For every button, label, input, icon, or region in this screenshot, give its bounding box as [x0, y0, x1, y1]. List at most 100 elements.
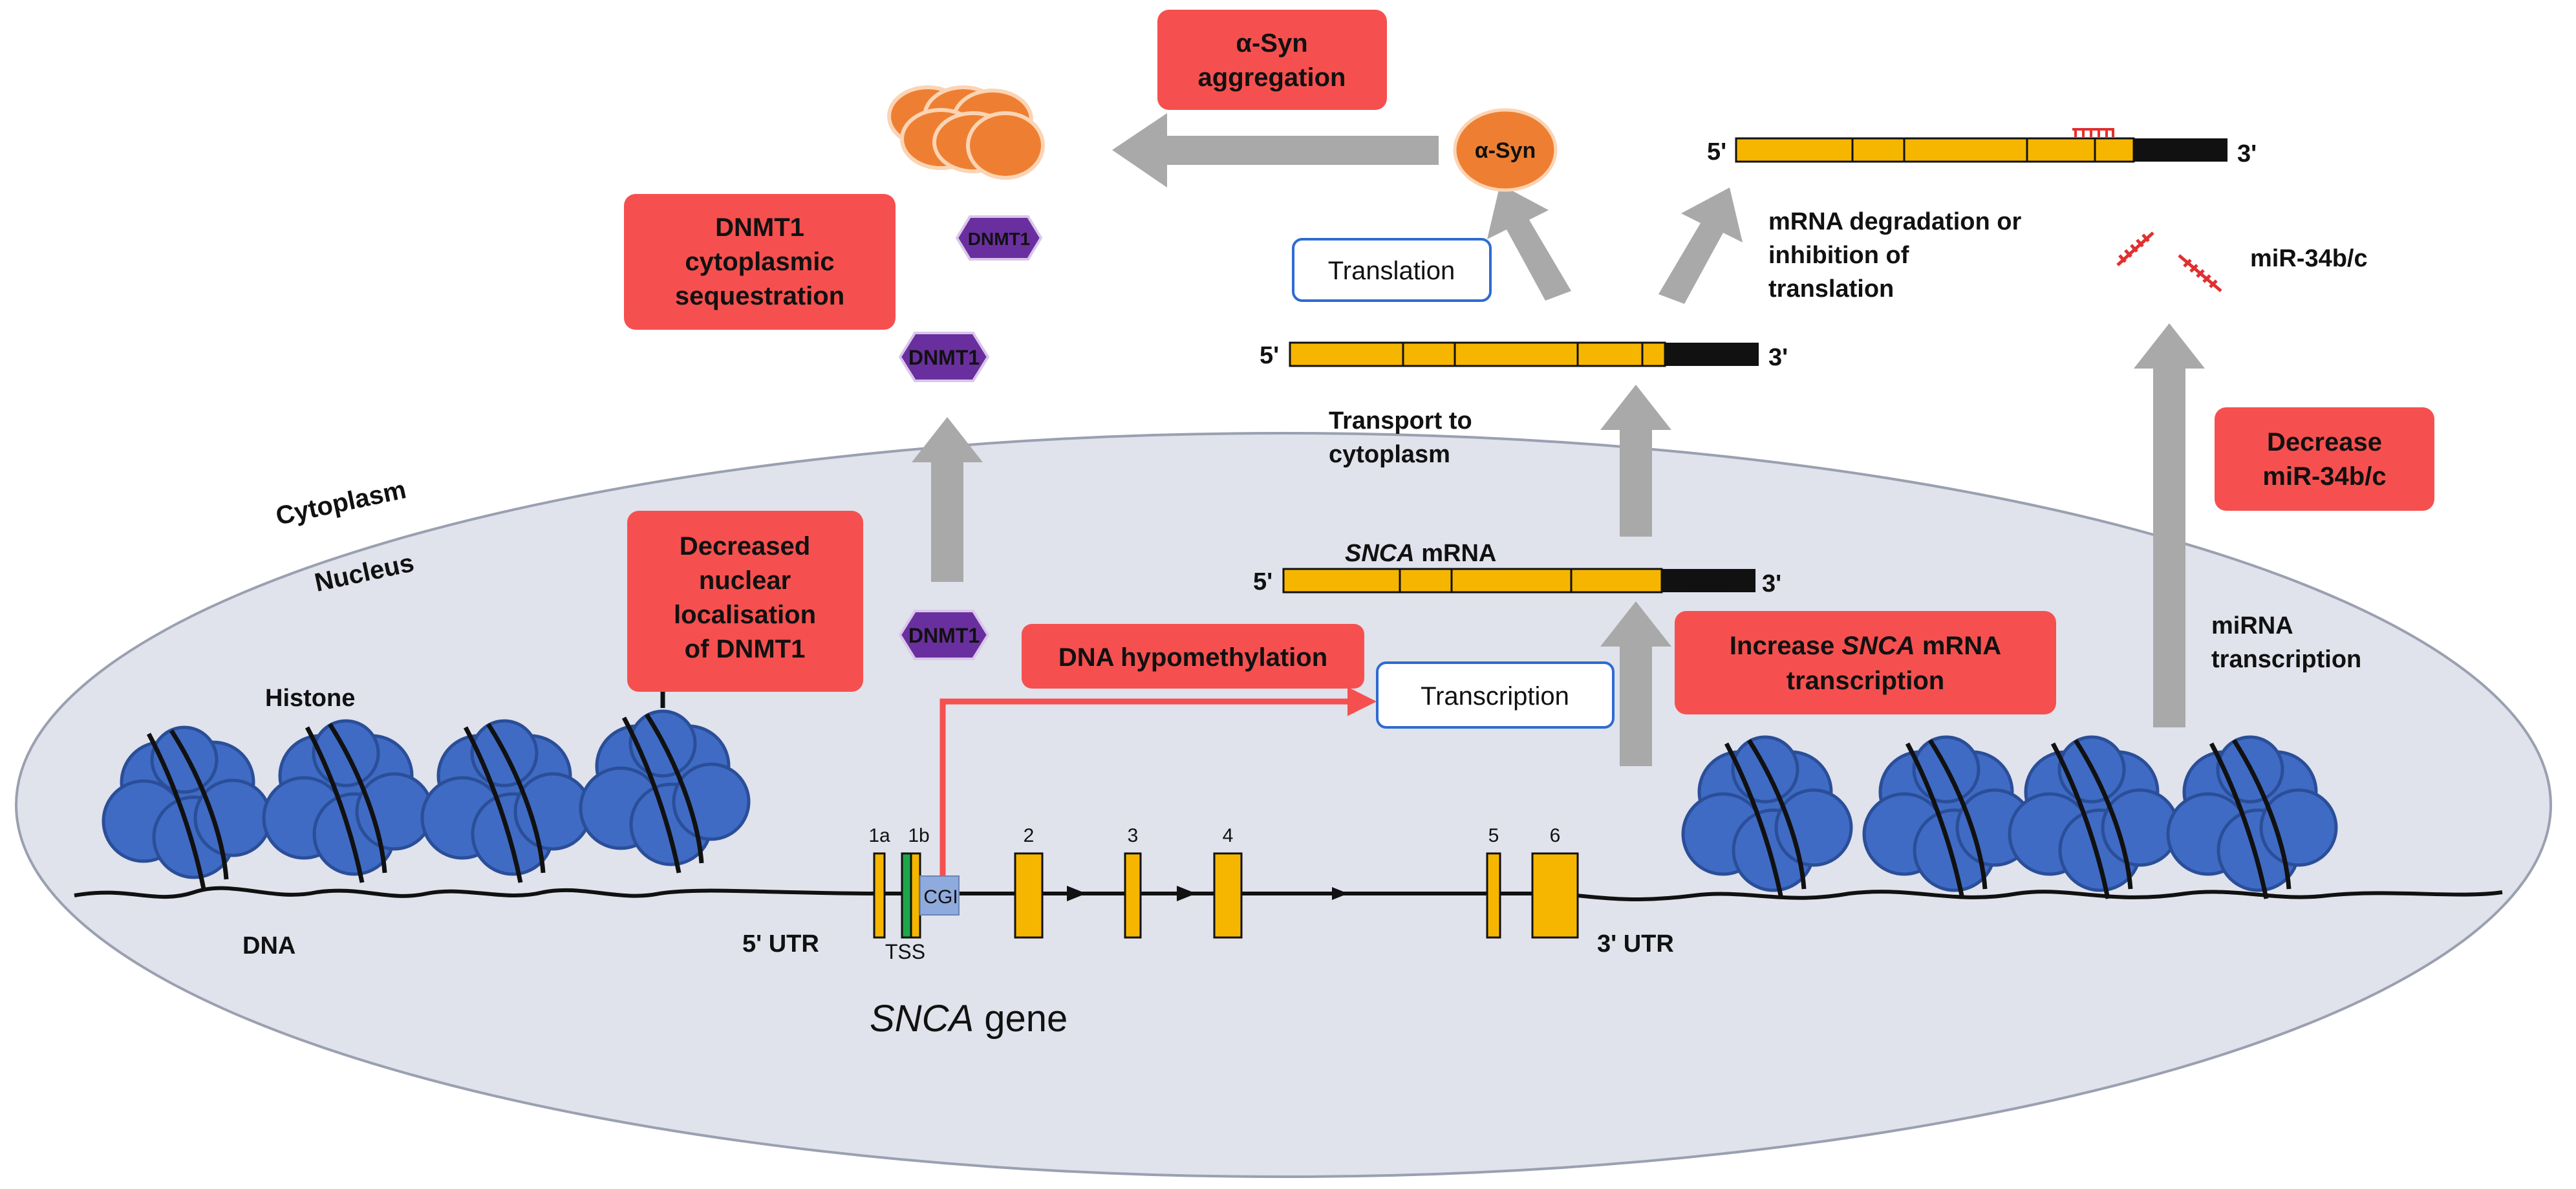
transcription-box: Transcription [1376, 661, 1615, 729]
red-box-hypomethylation: DNA hypomethylation [1022, 624, 1364, 689]
degradation-label: translation [1768, 275, 1894, 303]
svg-text:DNMT1: DNMT1 [968, 229, 1030, 249]
red-box-decrease-mirna: Decrease miR-34b/c [2215, 407, 2434, 511]
svg-text:Transcription: Transcription [1421, 682, 1569, 711]
three-prime: 3' [2237, 140, 2257, 167]
svg-text:transcription: transcription [1787, 667, 1944, 695]
three-prime: 3' [1762, 570, 1781, 597]
svg-text:localisation: localisation [674, 601, 816, 629]
svg-text:DNMT1: DNMT1 [908, 346, 980, 369]
exon-2 [1014, 852, 1044, 939]
arrow-up-transport [1600, 385, 1671, 537]
histone-icon [262, 719, 434, 876]
histone-icon [579, 709, 751, 866]
translation-box: Translation [1292, 238, 1492, 302]
svg-text:Decrease: Decrease [2267, 428, 2382, 456]
mirna-transcription-label: transcription [2211, 646, 2361, 673]
mrna-nucleus: AAA 5' 3' SNCA mRNA [1253, 540, 1781, 597]
exon-label: 6 [1550, 825, 1561, 846]
mrna-top: AAA 5' 3' [1707, 128, 2257, 167]
asyn-label: α-Syn [1475, 138, 1536, 163]
three-prime: 3' [1768, 344, 1788, 371]
svg-text:DNMT1: DNMT1 [908, 624, 980, 647]
red-box-increase-transcription: Increase SNCA mRNA transcription [1675, 611, 2056, 714]
arrow-left-aggregation [1112, 113, 1439, 187]
exon-label: 1a [868, 825, 890, 846]
polya-tail: AAA [1691, 345, 1730, 366]
svg-text:DNA hypomethylation: DNA hypomethylation [1058, 643, 1327, 672]
transport-label: cytoplasm [1329, 441, 1450, 468]
red-box-nuclear-localisation: Decreased nuclear localisation of DNMT1 [627, 511, 863, 692]
svg-text:Translation: Translation [1328, 257, 1455, 285]
svg-text:nuclear: nuclear [699, 566, 791, 595]
degradation-label: mRNA degradation or [1768, 208, 2021, 235]
exon-label: 4 [1223, 825, 1234, 846]
dnmt1-icon: DNMT1 [955, 215, 1043, 261]
transport-label: Transport to [1329, 407, 1472, 434]
gray-arrows [912, 113, 2205, 766]
exon-4 [1213, 852, 1243, 939]
polya-tail: AAA [2161, 140, 2200, 162]
exon-6 [1531, 852, 1579, 939]
tss-label: TSS [885, 940, 925, 963]
tss-marker [901, 852, 912, 939]
histone-icon [2166, 735, 2338, 892]
intron-arrow-icon [1332, 887, 1348, 900]
exon-label: 2 [1024, 825, 1035, 846]
exon-1b [910, 852, 921, 939]
histone-dna-wraps-right [1724, 739, 2292, 899]
arrow-degradation [1658, 187, 1743, 304]
utr3-label: 3' UTR [1597, 930, 1674, 958]
gene-title: SNCA gene [870, 998, 1068, 1040]
dnmt1-icon: DNMT1 [898, 610, 990, 660]
snca-gene: CGI 1a 1b 2 3 4 5 6 TSS [868, 825, 1579, 963]
intron-arrow-icon [1177, 886, 1196, 901]
red-box-sequestration: DNMT1 cytoplasmic sequestration [624, 194, 896, 330]
five-prime: 5' [1707, 138, 1726, 166]
dna-label: DNA [242, 932, 295, 959]
arrow-translation [1487, 184, 1571, 301]
exon-label: 5 [1488, 825, 1499, 846]
five-prime: 5' [1253, 568, 1272, 595]
arrow-up-dnmt1 [912, 417, 983, 582]
mirna-binding-icon [2072, 128, 2114, 137]
svg-text:DNMT1: DNMT1 [715, 213, 804, 242]
dnmt1-icon: DNMT1 [898, 332, 990, 382]
utr5-label: 5' UTR [742, 930, 819, 958]
exon-3 [1124, 852, 1142, 939]
mirna-label: miR-34b/c [2250, 245, 2368, 272]
intron-arrow-icon [1067, 886, 1086, 901]
cytoplasm-label: Cytoplasm [274, 475, 409, 531]
svg-text:Decreased: Decreased [680, 532, 810, 561]
svg-text:sequestration: sequestration [675, 282, 844, 310]
histone-label: Histone [265, 685, 355, 712]
cgi-label: CGI [923, 886, 958, 908]
methylation-link-line [939, 687, 1377, 876]
arrow-up-transcription [1600, 601, 1671, 766]
mirna-transcription-label: miRNA [2211, 612, 2293, 639]
mirna-fragment-icon [2116, 231, 2222, 292]
svg-text:cytoplasmic: cytoplasmic [685, 248, 834, 276]
degradation-label: inhibition of [1768, 242, 1909, 269]
polya-tail: AAA [1689, 571, 1728, 592]
five-prime: 5' [1260, 342, 1279, 369]
svg-text:Increase SNCA mRNA: Increase SNCA mRNA [1730, 632, 2001, 660]
exon-label: 3 [1128, 825, 1139, 846]
svg-text:of DNMT1: of DNMT1 [685, 635, 806, 663]
cgi-box [919, 875, 960, 916]
snca-mrna-label: SNCA mRNA [1345, 540, 1496, 567]
exon-5 [1486, 852, 1501, 939]
svg-text:α-Syn: α-Syn [1236, 29, 1307, 58]
red-box-aggregation: α-Syn aggregation [1157, 10, 1387, 110]
asyn-protein-icon [1453, 108, 1558, 192]
svg-text:miR-34b/c: miR-34b/c [2262, 462, 2386, 491]
arrow-up-mirna [2134, 323, 2205, 727]
dnmt1-hexagons: DNMT1 DNMT1 DNMT1 [898, 215, 1043, 660]
mrna-cytoplasm: AAA 5' 3' [1260, 341, 1788, 371]
exon-label: 1b [908, 825, 929, 846]
histone-icon [102, 725, 272, 879]
asyn-aggregate-icon [887, 85, 1045, 180]
histone-dna-wraps-left [146, 685, 704, 890]
svg-text:aggregation: aggregation [1198, 63, 1346, 92]
